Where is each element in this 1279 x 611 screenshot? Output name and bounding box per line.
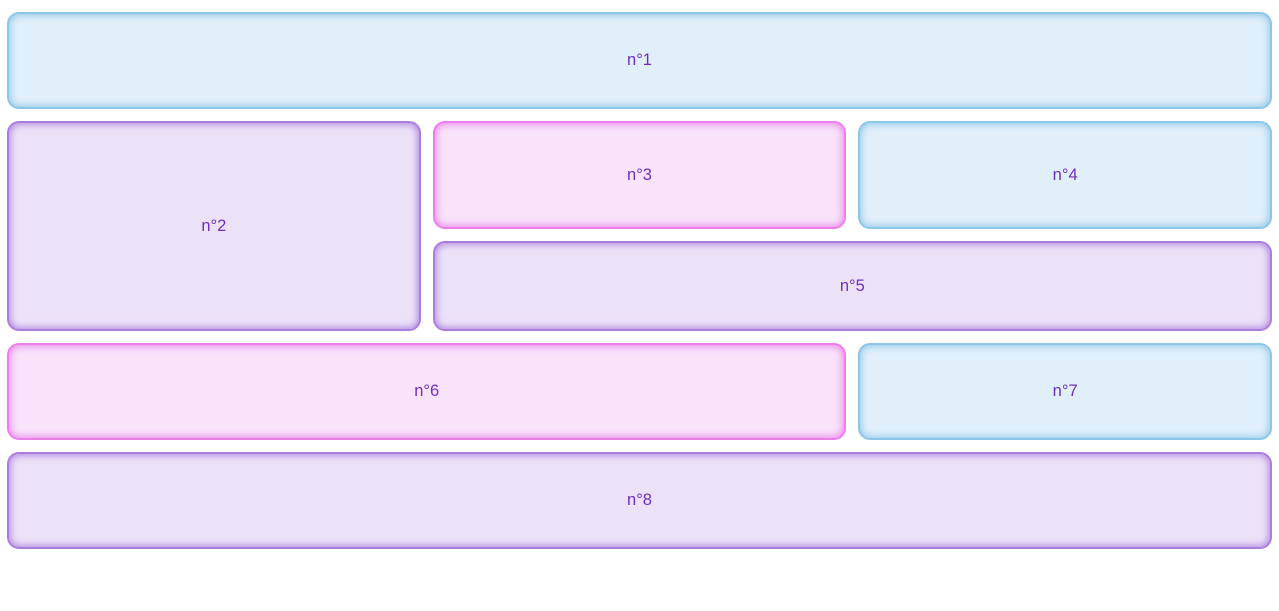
grid-item-6: n°6 <box>7 343 847 440</box>
grid-item-2: n°2 <box>7 121 421 331</box>
grid-item-7-label: n°7 <box>1052 382 1078 401</box>
grid-item-4-label: n°4 <box>1052 165 1078 184</box>
grid-item-3-label: n°3 <box>627 165 652 184</box>
grid-item-5-label: n°5 <box>839 276 865 295</box>
grid-item-6-label: n°6 <box>414 382 440 401</box>
grid-item-1-label: n°1 <box>627 51 652 70</box>
grid-item-7: n°7 <box>858 343 1272 440</box>
grid-item-8: n°8 <box>7 452 1272 549</box>
grid-container: n°1 n°2 n°3 n°4 n°5 n°6 n°7 n°8 <box>7 12 1272 549</box>
grid-item-3: n°3 <box>432 121 847 229</box>
grid-item-2-label: n°2 <box>201 216 227 235</box>
grid-item-5: n°5 <box>432 241 1272 331</box>
grid-item-4: n°4 <box>858 121 1272 229</box>
grid-item-8-label: n°8 <box>627 491 652 510</box>
grid-item-1: n°1 <box>7 12 1272 109</box>
